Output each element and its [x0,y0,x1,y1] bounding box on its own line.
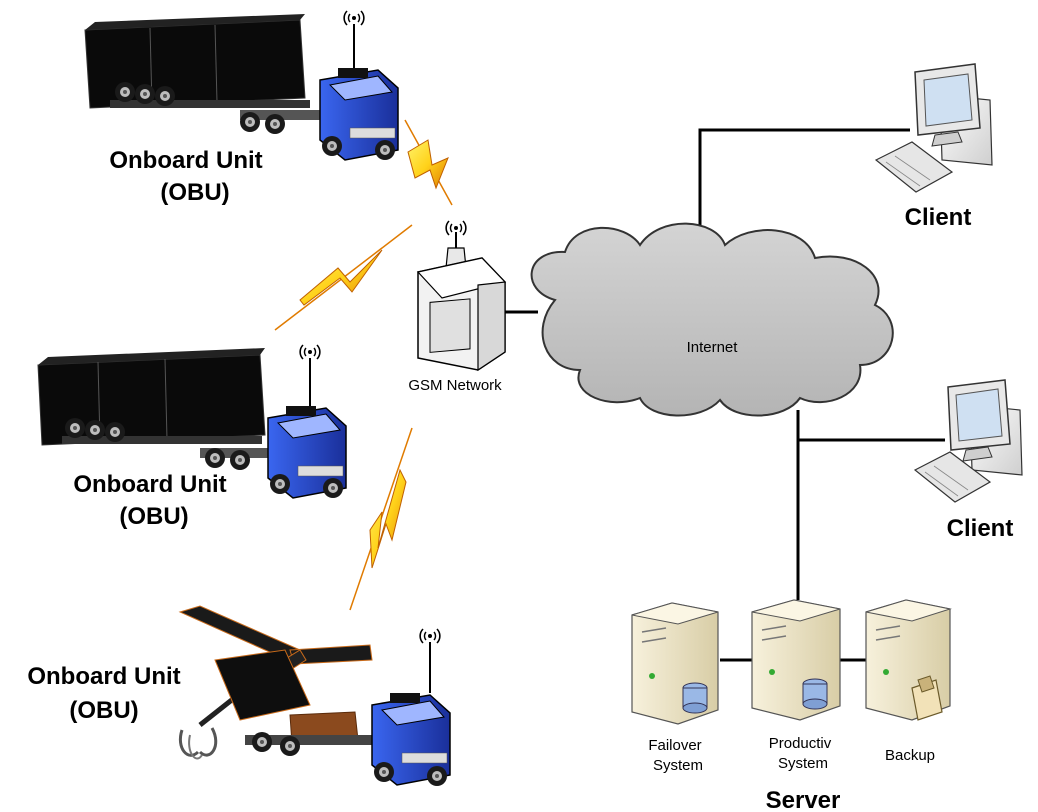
server-tower-icon [751,599,841,721]
client-label: Client [905,204,972,231]
server-label-line2: System [653,757,703,774]
server-production: Productiv System [751,599,841,772]
desktop-computer-icon [874,63,993,193]
antenna-icon [419,628,441,644]
lightning-icon [274,224,413,331]
server-group: Failover System Productiv System [631,599,952,812]
server-label-line2: System [778,755,828,772]
truck-icon [37,348,347,499]
obu-label-line2: (OBU) [69,697,138,724]
vehicle-obu-2: Onboard Unit (OBU) [37,344,347,530]
wireless-links [274,119,453,611]
internet-to-client1-link [698,128,910,255]
server-backup: Backup [865,599,952,764]
internet-label: Internet [687,339,739,356]
gsm-network-label: GSM Network [408,377,502,394]
desktop-computer-icon [913,379,1023,503]
internet-to-servers-link [796,410,945,442]
server-group-label: Server [766,787,841,812]
server-label-line1: Failover [648,737,701,754]
antenna-icon [343,10,365,26]
obu-label-line2: (OBU) [160,179,229,206]
server-label-line1: Backup [885,747,935,764]
lightning-icon [404,119,453,206]
obu-label-line1: Onboard Unit [73,471,226,498]
client-computer-1: Client [874,63,993,231]
vehicle-obu-3: Onboard Unit (OBU) [27,605,451,786]
truck-icon [84,14,399,161]
lightning-icon [349,427,413,611]
obu-label-line1: Onboard Unit [109,147,262,174]
gsm-tower: GSM Network [408,220,507,394]
server-tower-icon [631,602,719,725]
client-computer-2: Client [913,379,1023,542]
server-label-line1: Productiv [769,735,832,752]
obu-label-line1: Onboard Unit [27,663,180,690]
server-tower-icon [865,599,952,721]
vehicle-obu-1: Onboard Unit (OBU) [84,10,399,206]
server-failover: Failover System [631,602,719,774]
timber-truck-icon [178,605,451,786]
backup-drive-icon [911,675,943,721]
internet-cloud: Internet [530,222,894,417]
client-label: Client [947,515,1014,542]
antenna-icon [299,344,321,360]
obu-label-line2: (OBU) [119,503,188,530]
